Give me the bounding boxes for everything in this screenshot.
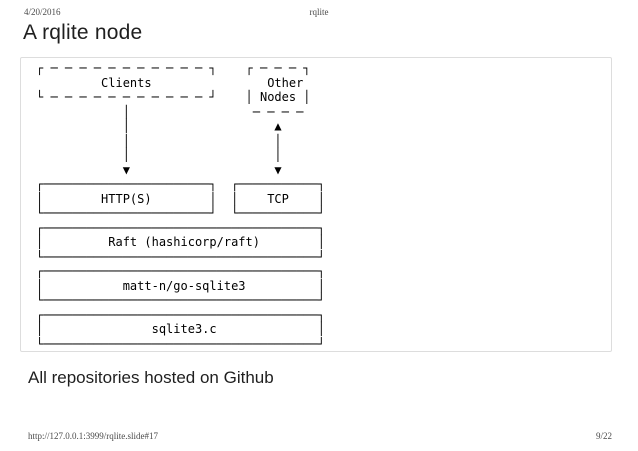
print-header-date: 4/20/2016 xyxy=(24,7,61,17)
print-footer-url: http://127.0.0.1:3999/rqlite.slide#17 xyxy=(28,431,158,441)
slide-caption: All repositories hosted on Github xyxy=(28,368,274,387)
slide-title: A rqlite node xyxy=(23,21,143,44)
slide-panel: ┌ ─ ─ ─ ─ ─ ─ ─ ─ ─ ─ ─ ┐ ┌ ─ ─ ─ ┐ Clie… xyxy=(20,57,612,352)
print-footer-page-number: 9/22 xyxy=(595,431,612,441)
architecture-ascii-diagram: ┌ ─ ─ ─ ─ ─ ─ ─ ─ ─ ─ ─ ┐ ┌ ─ ─ ─ ┐ Clie… xyxy=(36,61,325,351)
print-header-doc-title: rqlite xyxy=(309,7,329,17)
